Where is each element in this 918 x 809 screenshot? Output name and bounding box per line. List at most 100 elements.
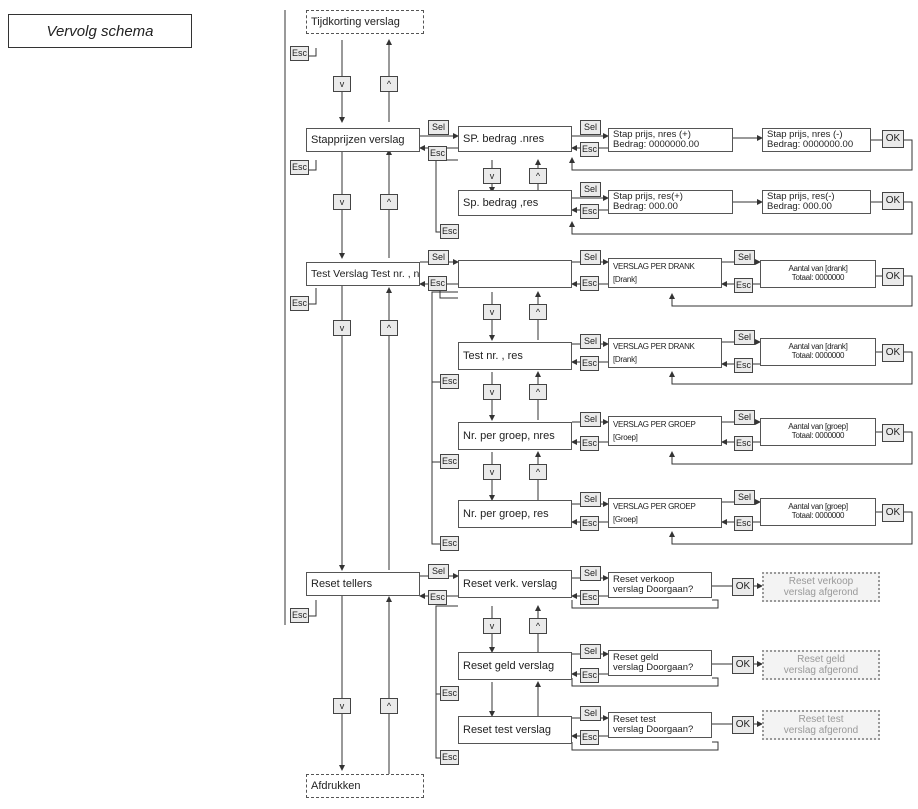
esc-key[interactable]: Esc — [580, 142, 599, 157]
submenu-reset-geld-verslag[interactable]: Reset geld verslag — [458, 652, 572, 680]
sel-key[interactable]: Sel — [734, 490, 755, 505]
sel-key[interactable]: Sel — [580, 706, 601, 721]
down-key[interactable]: v — [483, 304, 501, 320]
esc-key[interactable]: Esc — [290, 296, 309, 311]
menu-reset-tellers[interactable]: Reset tellers — [306, 572, 420, 596]
up-key[interactable]: ^ — [380, 320, 398, 336]
up-key[interactable]: ^ — [529, 304, 547, 320]
menu-test-verslag[interactable]: Test Verslag Test nr. , nres — [306, 262, 420, 286]
submenu-nr-per-groep-res[interactable]: Nr. per groep, res — [458, 500, 572, 528]
menu-afdrukken[interactable]: Afdrukken — [306, 774, 424, 798]
esc-key[interactable]: Esc — [428, 276, 447, 291]
down-key[interactable]: v — [333, 194, 351, 210]
esc-key[interactable]: Esc — [734, 358, 753, 373]
esc-key[interactable]: Esc — [440, 750, 459, 765]
down-key[interactable]: v — [333, 76, 351, 92]
menu-stapprijzen-verslag[interactable]: Stapprijzen verslag — [306, 128, 420, 152]
esc-key[interactable]: Esc — [290, 46, 309, 61]
esc-key[interactable]: Esc — [580, 590, 599, 605]
sel-key[interactable]: Sel — [580, 250, 601, 265]
esc-key[interactable]: Esc — [440, 224, 459, 239]
ok-key[interactable]: OK — [882, 504, 904, 522]
lcd-reset-geld-done: Reset geld verslag afgerond — [762, 650, 880, 680]
sel-key[interactable]: Sel — [734, 410, 755, 425]
lcd-stap-prijs-nres-plus: Stap prijs, nres (+) Bedrag: 0000000.00 — [608, 128, 733, 152]
esc-key[interactable]: Esc — [580, 356, 599, 371]
up-key[interactable]: ^ — [529, 168, 547, 184]
up-key[interactable]: ^ — [380, 76, 398, 92]
down-key[interactable]: v — [333, 320, 351, 336]
down-key[interactable]: v — [483, 618, 501, 634]
lcd-line: verslag Doorgaan? — [613, 662, 694, 673]
ok-key[interactable]: OK — [882, 268, 904, 286]
esc-key[interactable]: Esc — [734, 278, 753, 293]
menu-tijdkorting-verslag[interactable]: Tijdkorting verslag — [306, 10, 424, 34]
ok-key[interactable]: OK — [732, 578, 754, 596]
sel-key[interactable]: Sel — [428, 250, 449, 265]
lcd-line: Bedrag: 0000000.00 — [613, 139, 700, 150]
lcd-stap-prijs-res-plus: Stap prijs, res(+) Bedrag: 000.00 — [608, 190, 733, 214]
ok-key[interactable]: OK — [882, 130, 904, 148]
esc-key[interactable]: Esc — [440, 536, 459, 551]
lcd-line: Reset verkoop — [613, 574, 675, 585]
lcd-line: Bedrag: 000.00 — [767, 201, 832, 212]
esc-key[interactable]: Esc — [734, 436, 753, 451]
esc-key[interactable]: Esc — [290, 608, 309, 623]
lcd-line: Bedrag: 000.00 — [613, 201, 678, 212]
down-key[interactable]: v — [483, 464, 501, 480]
up-key[interactable]: ^ — [380, 698, 398, 714]
lcd-line: Totaal: 0000000 — [791, 273, 845, 282]
esc-key[interactable]: Esc — [580, 668, 599, 683]
down-key[interactable]: v — [483, 384, 501, 400]
sel-key[interactable]: Sel — [734, 330, 755, 345]
submenu-test-nr-res[interactable]: Test nr. , res — [458, 342, 572, 370]
esc-key[interactable]: Esc — [580, 436, 599, 451]
esc-key[interactable]: Esc — [428, 146, 447, 161]
ok-key[interactable]: OK — [882, 424, 904, 442]
lcd-aantal-groep: Aantal van [groep] Totaal: 0000000 — [760, 418, 876, 446]
sel-key[interactable]: Sel — [580, 566, 601, 581]
lcd-verslag-per-drank: VERSLAG PER DRANK [Drank] — [608, 258, 722, 288]
lcd-line: Aantal van [drank] — [788, 264, 848, 273]
sel-key[interactable]: Sel — [580, 182, 601, 197]
down-key[interactable]: v — [483, 168, 501, 184]
esc-key[interactable]: Esc — [440, 454, 459, 469]
lcd-line: Stap prijs, res(+) — [613, 191, 683, 202]
esc-key[interactable]: Esc — [734, 516, 753, 531]
down-key[interactable]: v — [333, 698, 351, 714]
esc-key[interactable]: Esc — [440, 374, 459, 389]
ok-key[interactable]: OK — [882, 344, 904, 362]
up-key[interactable]: ^ — [529, 618, 547, 634]
lcd-aantal-drank: Aantal van [drank] Totaal: 0000000 — [760, 260, 876, 288]
up-key[interactable]: ^ — [380, 194, 398, 210]
sel-key[interactable]: Sel — [734, 250, 755, 265]
submenu-reset-test-verslag[interactable]: Reset test verslag — [458, 716, 572, 744]
esc-key[interactable]: Esc — [290, 160, 309, 175]
submenu-sp-bedrag-nres[interactable]: SP. bedrag .nres — [458, 126, 572, 152]
sel-key[interactable]: Sel — [580, 334, 601, 349]
up-key[interactable]: ^ — [529, 464, 547, 480]
ok-key[interactable]: OK — [732, 656, 754, 674]
esc-key[interactable]: Esc — [580, 730, 599, 745]
sel-key[interactable]: Sel — [428, 120, 449, 135]
esc-key[interactable]: Esc — [428, 590, 447, 605]
esc-key[interactable]: Esc — [580, 516, 599, 531]
sel-key[interactable]: Sel — [580, 120, 601, 135]
esc-key[interactable]: Esc — [580, 204, 599, 219]
ok-key[interactable]: OK — [732, 716, 754, 734]
lcd-line: [Groep] — [613, 515, 638, 524]
submenu-nr-per-groep-nres[interactable]: Nr. per groep, nres — [458, 422, 572, 450]
submenu-sp-bedrag-res[interactable]: Sp. bedrag ,res — [458, 190, 572, 216]
sel-key[interactable]: Sel — [580, 644, 601, 659]
sel-key[interactable]: Sel — [580, 492, 601, 507]
sel-key[interactable]: Sel — [580, 412, 601, 427]
lcd-line: Stap prijs, nres (-) — [767, 129, 843, 140]
esc-key[interactable]: Esc — [580, 276, 599, 291]
esc-key[interactable]: Esc — [440, 686, 459, 701]
submenu-test-nr-nres[interactable] — [458, 260, 572, 288]
up-key[interactable]: ^ — [529, 384, 547, 400]
ok-key[interactable]: OK — [882, 192, 904, 210]
submenu-reset-verk-verslag[interactable]: Reset verk. verslag — [458, 570, 572, 598]
lcd-line: Stap prijs, res(-) — [767, 191, 835, 202]
sel-key[interactable]: Sel — [428, 564, 449, 579]
